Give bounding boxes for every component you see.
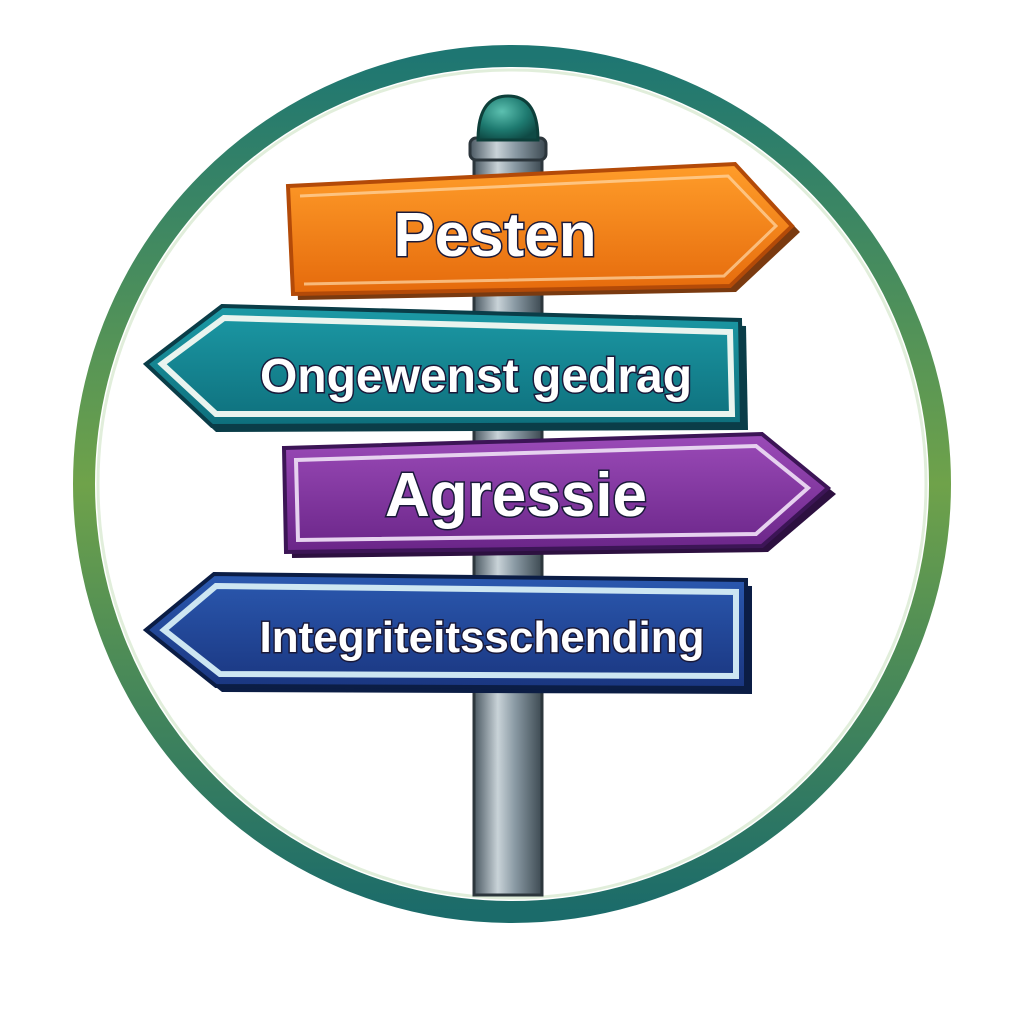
sign-label-pesten: Pesten (393, 201, 596, 270)
sign-label-ongewenst-gedrag: Ongewenst gedrag (260, 350, 692, 403)
circular-frame (73, 45, 951, 923)
sign-integriteitsschending (142, 571, 752, 694)
sign-pesten (285, 161, 800, 300)
sign-ongewenst-gedrag (142, 303, 748, 432)
sign-label-agressie: Agressie (385, 461, 647, 530)
sign-label-integriteitsschending: Integriteitsschending (260, 613, 705, 662)
sign-agressie (281, 431, 836, 558)
pole-cap (476, 94, 540, 142)
